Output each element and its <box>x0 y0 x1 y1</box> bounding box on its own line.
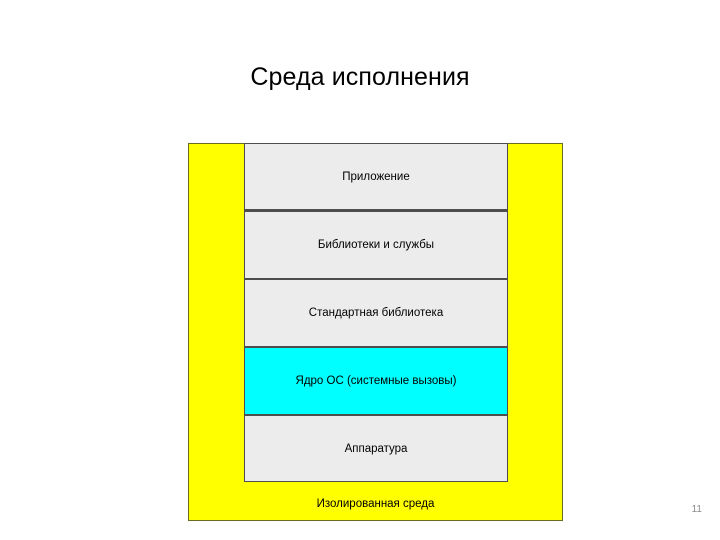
layer-box-libraries-and-services: Библиотеки и службы <box>244 211 508 279</box>
layer-box-standard-library: Стандартная библиотека <box>244 279 508 347</box>
layer-box-application: Приложение <box>244 143 508 211</box>
isolated-environment-label: Изолированная среда <box>316 498 435 510</box>
layer-label: Ядро ОС (системные вызовы) <box>295 375 457 387</box>
layer-label: Стандартная библиотека <box>308 307 444 319</box>
layer-label: Библиотеки и службы <box>317 239 435 251</box>
page-title: Среда исполнения <box>250 63 470 91</box>
layer-label: Аппаратура <box>344 442 408 455</box>
layer-label: Приложение <box>342 170 410 183</box>
layer-box-hardware: Аппаратура <box>244 415 508 482</box>
slide-page-number: 11 <box>691 504 702 515</box>
layer-box-os-kernel-syscalls: Ядро ОС (системные вызовы) <box>244 347 508 415</box>
layer-stack: Приложение Библиотеки и службы Стандартн… <box>244 143 508 482</box>
